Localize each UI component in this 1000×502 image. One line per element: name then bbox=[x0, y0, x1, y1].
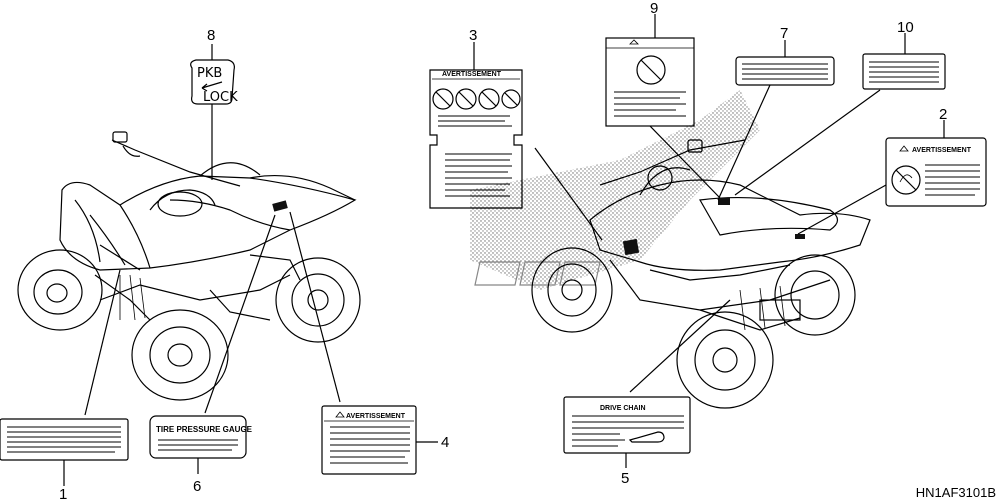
label-2-title: AVERTISSEMENT bbox=[912, 147, 972, 154]
label-5-drive-chain: DRIVE CHAIN bbox=[563, 396, 691, 454]
lock-text: LOCK bbox=[203, 90, 238, 105]
label-9-prohibition bbox=[605, 37, 695, 127]
label-4-warning: AVERTISSEMENT bbox=[321, 405, 417, 475]
callout-9: 9 bbox=[650, 0, 658, 17]
label-7 bbox=[735, 56, 835, 86]
label-3-warning: AVERTISSEMENT bbox=[429, 69, 523, 209]
atv-rear-view bbox=[470, 90, 871, 409]
diagram-code: HN1AF3101B bbox=[915, 485, 996, 500]
leader-lines bbox=[63, 14, 945, 486]
callout-6: 6 bbox=[193, 478, 201, 495]
callout-3: 3 bbox=[469, 27, 477, 44]
callout-10: 10 bbox=[897, 19, 914, 36]
drive-label-text: DRIVE CHAIN bbox=[600, 405, 646, 412]
label-6-tire-pressure: TIRE PRESSURE GAUGE bbox=[149, 415, 253, 459]
label-10 bbox=[862, 53, 946, 90]
label-3-title: AVERTISSEMENT bbox=[442, 71, 502, 78]
callout-4: 4 bbox=[441, 434, 449, 451]
callout-8: 8 bbox=[207, 27, 215, 44]
callout-7: 7 bbox=[780, 25, 788, 42]
label-1 bbox=[0, 418, 129, 461]
label-4-title: AVERTISSEMENT bbox=[346, 413, 406, 420]
label-2-warning: AVERTISSEMENT bbox=[885, 137, 987, 207]
pkb-text: PKB bbox=[197, 66, 222, 81]
callout-1: 1 bbox=[59, 486, 67, 502]
atv-front-view bbox=[17, 131, 361, 401]
callout-2: 2 bbox=[939, 106, 947, 123]
callout-5: 5 bbox=[621, 470, 629, 487]
label-8-pkb-lock: PKB LOCK bbox=[190, 59, 238, 105]
tire-label-text: TIRE PRESSURE GAUGE bbox=[156, 425, 253, 434]
